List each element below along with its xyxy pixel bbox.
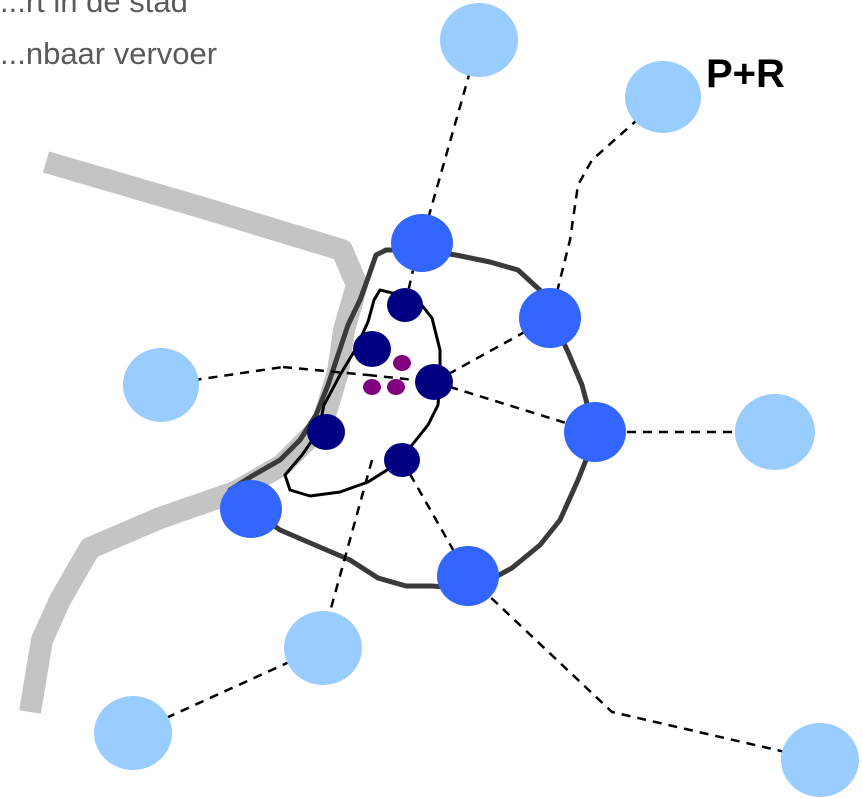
heading-fragment-line-2: ...nbaar vervoer: [0, 36, 218, 71]
centre-dots: [363, 355, 411, 395]
pr-node: [735, 394, 815, 470]
park-and-ride-label: P+R: [706, 52, 785, 96]
road: [19, 151, 368, 714]
centre-dot: [363, 379, 381, 395]
pr-node: [625, 61, 701, 133]
inner-node: [353, 331, 391, 367]
dashed-links: [132, 39, 821, 762]
link: [433, 380, 596, 434]
ring-nodes: [220, 214, 626, 606]
pr-node: [781, 723, 859, 797]
pr-node: [94, 696, 172, 770]
inner-node: [384, 443, 420, 477]
pr-nodes: [94, 3, 859, 797]
ring-node: [220, 480, 282, 538]
ring-node: [437, 546, 499, 606]
link: [548, 96, 664, 321]
pr-node: [284, 611, 362, 685]
ring-node: [519, 288, 581, 348]
centre-dot: [387, 379, 405, 395]
link: [433, 316, 551, 384]
inner-node: [307, 414, 345, 450]
heading-fragment-line-1: ...rt in de stad: [0, 0, 188, 19]
inner-node: [387, 288, 423, 322]
pr-node: [440, 3, 518, 77]
inner-district: [283, 288, 442, 498]
pr-node: [123, 348, 199, 422]
centre-dot: [393, 355, 411, 371]
link: [400, 459, 470, 577]
inner-node: [415, 364, 453, 400]
ring-node: [564, 402, 626, 462]
link: [282, 365, 369, 377]
link: [467, 575, 821, 762]
inner-nodes: [307, 288, 453, 477]
ring-node: [391, 214, 453, 272]
